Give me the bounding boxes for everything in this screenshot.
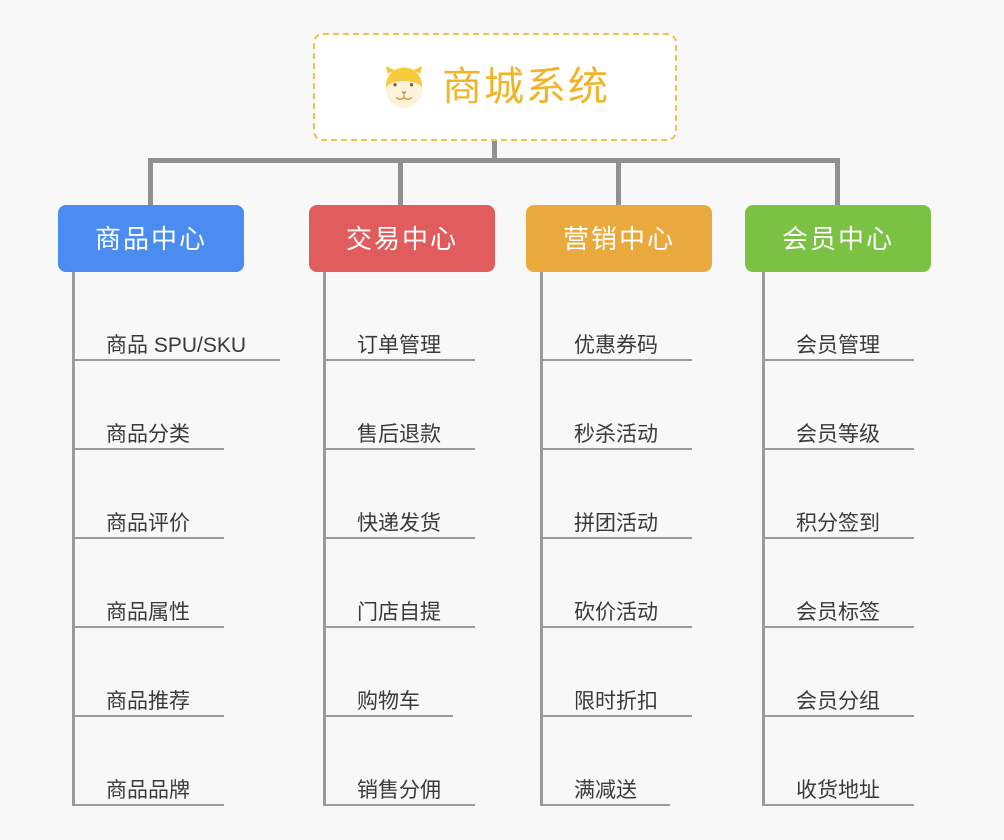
root-title: 商城系统 bbox=[442, 65, 610, 109]
category-label: 会员中心 bbox=[781, 223, 894, 254]
leaf-item[interactable]: 商品品牌 bbox=[72, 717, 246, 806]
leaf-label: 拼团活动 bbox=[574, 511, 658, 535]
leaf-label: 会员管理 bbox=[796, 333, 880, 357]
leaf-item[interactable]: 收货地址 bbox=[762, 717, 914, 806]
leaf-column-marketing-center: 优惠券码秒杀活动拼团活动砍价活动限时折扣满减送 bbox=[540, 272, 692, 806]
category-box-marketing-center[interactable]: 营销中心 bbox=[526, 205, 712, 272]
column-spine bbox=[540, 272, 543, 806]
leaf-item[interactable]: 会员等级 bbox=[762, 361, 914, 450]
category-box-member-center[interactable]: 会员中心 bbox=[745, 205, 931, 272]
leaf-label: 会员标签 bbox=[796, 600, 880, 624]
leaf-label: 售后退款 bbox=[357, 422, 441, 446]
column-spine bbox=[762, 272, 765, 806]
leaf-column-member-center: 会员管理会员等级积分签到会员标签会员分组收货地址 bbox=[762, 272, 914, 806]
leaf-item[interactable]: 销售分佣 bbox=[323, 717, 475, 806]
leaf-item[interactable]: 满减送 bbox=[540, 717, 670, 806]
leaf-underline bbox=[323, 715, 453, 717]
leaf-underline bbox=[762, 448, 914, 450]
leaf-label: 满减送 bbox=[574, 778, 637, 802]
leaf-underline bbox=[762, 359, 914, 361]
leaf-label: 商品推荐 bbox=[106, 689, 190, 713]
connector-horizontal-bar bbox=[148, 158, 840, 163]
doge-shiba-face-icon bbox=[386, 66, 422, 108]
root-node-shopping-mall-system[interactable]: 商城系统 bbox=[313, 33, 677, 141]
leaf-item[interactable]: 会员分组 bbox=[762, 628, 914, 717]
leaf-label: 快递发货 bbox=[357, 511, 441, 535]
category-box-trade-center[interactable]: 交易中心 bbox=[309, 205, 495, 272]
category-label: 交易中心 bbox=[345, 223, 458, 254]
leaf-label: 限时折扣 bbox=[574, 689, 658, 713]
leaf-label: 优惠券码 bbox=[574, 333, 658, 357]
leaf-underline bbox=[762, 626, 914, 628]
leaf-underline bbox=[323, 359, 475, 361]
leaf-item[interactable]: 优惠券码 bbox=[540, 272, 692, 361]
leaf-underline bbox=[540, 804, 670, 806]
leaf-item[interactable]: 商品属性 bbox=[72, 539, 246, 628]
leaf-label: 门店自提 bbox=[357, 600, 441, 624]
leaf-item[interactable]: 商品推荐 bbox=[72, 628, 246, 717]
column-spine bbox=[323, 272, 326, 806]
leaf-item[interactable]: 砍价活动 bbox=[540, 539, 692, 628]
leaf-underline bbox=[72, 448, 224, 450]
leaf-underline bbox=[540, 537, 692, 539]
leaf-item[interactable]: 拼团活动 bbox=[540, 450, 692, 539]
leaf-underline bbox=[323, 537, 475, 539]
leaf-label: 商品 SPU/SKU bbox=[106, 333, 247, 357]
connector-drop-marketing-center bbox=[616, 158, 621, 206]
category-label: 营销中心 bbox=[562, 223, 675, 254]
leaf-item[interactable]: 快递发货 bbox=[323, 450, 475, 539]
leaf-underline bbox=[762, 715, 914, 717]
leaf-item[interactable]: 商品分类 bbox=[72, 361, 246, 450]
leaf-item[interactable]: 购物车 bbox=[323, 628, 453, 717]
category-box-product-center[interactable]: 商品中心 bbox=[58, 205, 244, 272]
leaf-item[interactable]: 秒杀活动 bbox=[540, 361, 692, 450]
leaf-item[interactable]: 商品评价 bbox=[72, 450, 246, 539]
leaf-underline bbox=[72, 359, 280, 361]
leaf-item[interactable]: 限时折扣 bbox=[540, 628, 692, 717]
leaf-label: 商品品牌 bbox=[106, 778, 190, 802]
connector-drop-product-center bbox=[148, 158, 153, 206]
leaf-underline bbox=[72, 804, 224, 806]
leaf-item[interactable]: 会员管理 bbox=[762, 272, 914, 361]
leaf-label: 销售分佣 bbox=[357, 778, 441, 802]
leaf-item[interactable]: 门店自提 bbox=[323, 539, 475, 628]
leaf-underline bbox=[540, 626, 692, 628]
leaf-item[interactable]: 积分签到 bbox=[762, 450, 914, 539]
leaf-label: 商品评价 bbox=[106, 511, 190, 535]
leaf-item[interactable]: 订单管理 bbox=[323, 272, 475, 361]
leaf-item[interactable]: 售后退款 bbox=[323, 361, 475, 450]
leaf-item[interactable]: 会员标签 bbox=[762, 539, 914, 628]
leaf-underline bbox=[762, 804, 914, 806]
leaf-underline bbox=[540, 715, 692, 717]
leaf-label: 秒杀活动 bbox=[574, 422, 658, 446]
leaf-underline bbox=[540, 448, 692, 450]
leaf-underline bbox=[323, 626, 475, 628]
connector-drop-member-center bbox=[835, 158, 840, 206]
category-label: 商品中心 bbox=[94, 223, 207, 254]
leaf-label: 会员等级 bbox=[796, 422, 880, 446]
leaf-label: 商品属性 bbox=[106, 600, 190, 624]
leaf-underline bbox=[72, 626, 224, 628]
leaf-item[interactable]: 商品 SPU/SKU bbox=[72, 272, 280, 361]
leaf-column-trade-center: 订单管理售后退款快递发货门店自提购物车销售分佣 bbox=[323, 272, 475, 806]
leaf-label: 商品分类 bbox=[106, 422, 190, 446]
leaf-column-product-center: 商品 SPU/SKU 商品分类商品评价商品属性商品推荐商品品牌 bbox=[72, 272, 280, 806]
connector-drop-trade-center bbox=[398, 158, 403, 206]
leaf-label: 积分签到 bbox=[796, 511, 880, 535]
connector-root-stem bbox=[492, 141, 497, 163]
leaf-underline bbox=[323, 804, 475, 806]
leaf-label: 会员分组 bbox=[796, 689, 880, 713]
leaf-label: 收货地址 bbox=[796, 778, 880, 802]
leaf-label: 购物车 bbox=[357, 689, 420, 713]
leaf-underline bbox=[323, 448, 475, 450]
leaf-label: 砍价活动 bbox=[574, 600, 658, 624]
leaf-underline bbox=[540, 359, 692, 361]
leaf-underline bbox=[72, 715, 224, 717]
column-spine bbox=[72, 272, 75, 806]
leaf-label: 订单管理 bbox=[357, 333, 441, 357]
leaf-underline bbox=[72, 537, 224, 539]
leaf-underline bbox=[762, 537, 914, 539]
